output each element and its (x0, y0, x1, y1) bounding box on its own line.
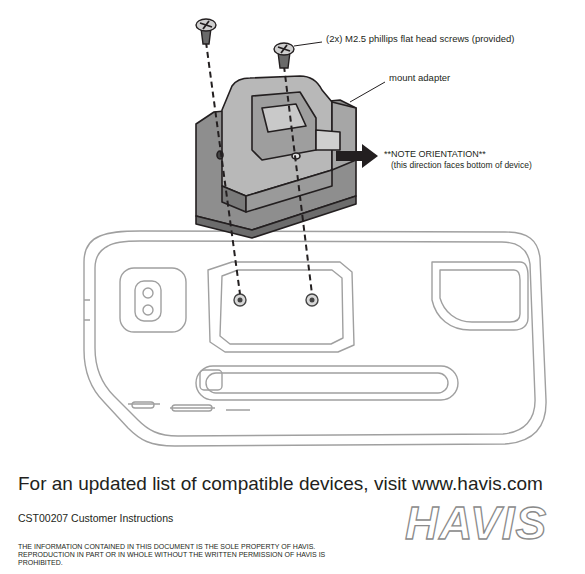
mount-adapter (196, 76, 356, 238)
leader-line (294, 42, 385, 102)
part-name: (2x) M2.5 phillips flat head screws (pro… (326, 34, 515, 45)
screw-path (206, 42, 312, 294)
document-number: CST00207 Customer Instructions (18, 512, 173, 524)
website-note: For an updated list of compatible device… (18, 473, 543, 495)
orientation-note: **NOTE ORIENTATION** (384, 149, 486, 159)
orientation-note: (this direction faces bottom of device) (391, 161, 532, 171)
orientation-arrow (336, 144, 378, 168)
device-case (84, 231, 546, 446)
part-name: mount adapter (389, 73, 450, 84)
legal-notice: THE INFORMATION CONTAINED IN THIS DOCUME… (18, 543, 330, 567)
screw (196, 19, 294, 68)
brand-logo: HAVIS (405, 500, 547, 546)
